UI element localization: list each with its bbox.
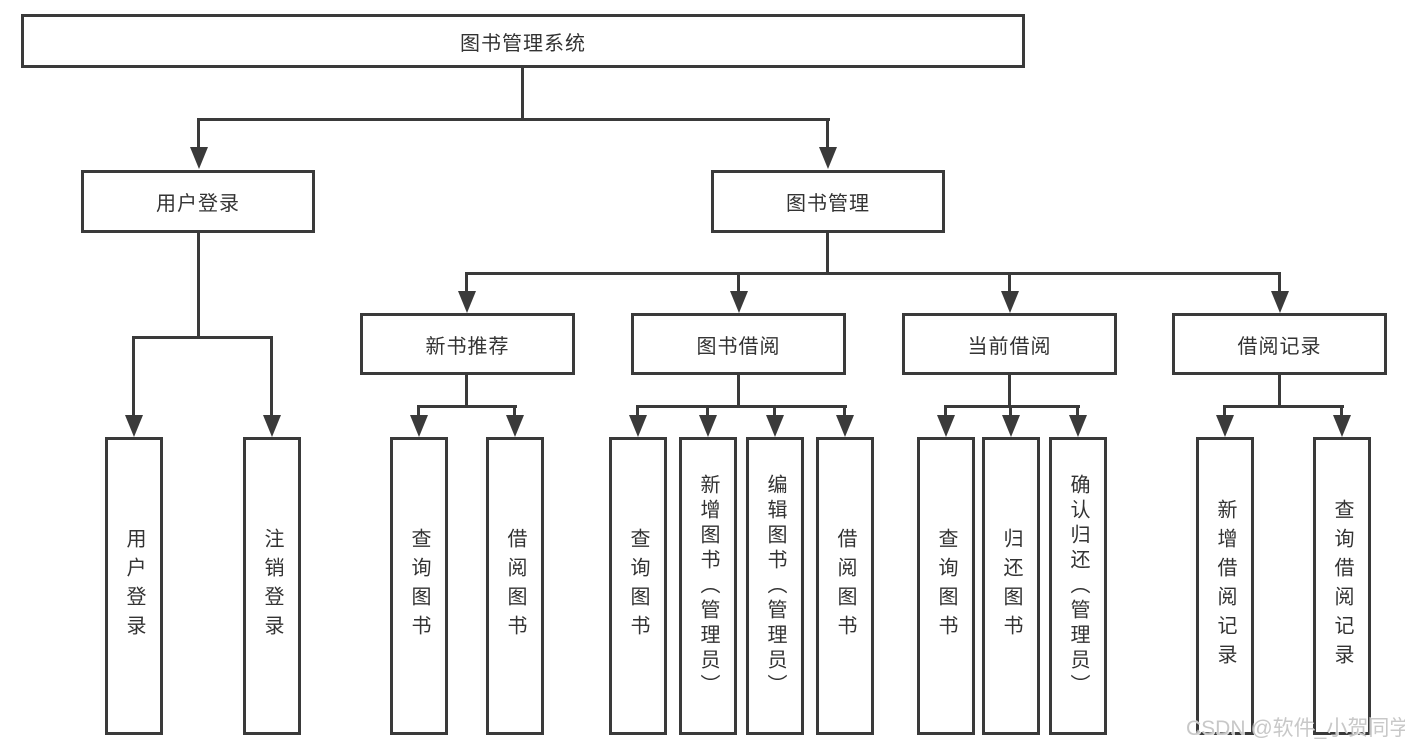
leaf-borrow-books: 借阅图书 — [816, 437, 874, 735]
leaf-query-books-recommend: 查询图书 — [390, 437, 448, 735]
arrowhead-icon — [1271, 291, 1289, 313]
connector-line — [521, 68, 524, 121]
node-book-borrow-label: 图书借阅 — [696, 335, 781, 358]
connector-line — [636, 405, 847, 408]
node-borrow-record: 借阅记录 — [1172, 313, 1387, 375]
arrowhead-icon — [458, 291, 476, 313]
leaf-add-borrow-record: 新增借阅记录 — [1196, 437, 1254, 735]
leaf-label: 借阅图书 — [834, 528, 856, 644]
connector-line — [465, 272, 468, 296]
node-root-label: 图书管理系统 — [460, 32, 586, 55]
leaf-label: 查询图书 — [935, 528, 957, 644]
arrowhead-icon — [766, 415, 784, 437]
arrowhead-icon — [263, 415, 281, 437]
arrowhead-icon — [699, 415, 717, 437]
connector-line — [1076, 405, 1079, 418]
leaf-user-login: 用户登录 — [105, 437, 163, 735]
arrowhead-icon — [1001, 291, 1019, 313]
node-book-borrow: 图书借阅 — [631, 313, 846, 375]
connector-line — [636, 405, 639, 418]
leaf-label: 确认归还（管理员） — [1067, 473, 1089, 699]
connector-line — [132, 336, 273, 339]
leaf-edit-books-admin: 编辑图书（管理员） — [746, 437, 804, 735]
arrowhead-icon — [836, 415, 854, 437]
arrowhead-icon — [190, 147, 208, 169]
node-book-management-label: 图书管理 — [786, 193, 870, 215]
connector-line — [465, 272, 1281, 275]
arrowhead-icon — [506, 415, 524, 437]
leaf-label: 新增图书（管理员） — [697, 473, 719, 699]
connector-line — [944, 405, 1080, 408]
leaf-label: 用户登录 — [123, 528, 145, 644]
leaf-logout: 注销登录 — [243, 437, 301, 735]
connector-line — [1223, 405, 1344, 408]
connector-line — [270, 336, 273, 418]
connector-line — [737, 272, 740, 296]
arrowhead-icon — [937, 415, 955, 437]
connector-line — [1340, 405, 1343, 418]
node-new-book-recommend: 新书推荐 — [360, 313, 575, 375]
node-current-borrow-label: 当前借阅 — [967, 335, 1052, 358]
leaf-return-books: 归还图书 — [982, 437, 1040, 735]
leaf-label: 查询图书 — [408, 528, 430, 644]
connector-line — [1278, 375, 1281, 408]
arrowhead-icon — [1002, 415, 1020, 437]
connector-line — [737, 375, 740, 408]
leaf-label: 新增借阅记录 — [1214, 499, 1236, 673]
node-borrow-record-label: 借阅记录 — [1237, 335, 1322, 358]
leaf-query-books-current: 查询图书 — [917, 437, 975, 735]
arrowhead-icon — [1069, 415, 1087, 437]
node-new-book-recommend-label: 新书推荐 — [425, 335, 510, 358]
connector-line — [197, 118, 830, 121]
connector-line — [1278, 272, 1281, 296]
node-current-borrow: 当前借阅 — [902, 313, 1117, 375]
arrowhead-icon — [819, 147, 837, 169]
connector-line — [465, 375, 468, 408]
connector-line — [197, 118, 200, 150]
node-user-login-label: 用户登录 — [156, 193, 240, 215]
arrowhead-icon — [730, 291, 748, 313]
watermark: CSDN @软件_小贺同学 — [1186, 717, 1405, 740]
leaf-label: 归还图书 — [1000, 528, 1022, 644]
leaf-add-books-admin: 新增图书（管理员） — [679, 437, 737, 735]
leaf-borrow-books-recommend: 借阅图书 — [486, 437, 544, 735]
node-root: 图书管理系统 — [21, 14, 1025, 68]
connector-line — [417, 405, 517, 408]
leaf-query-books-borrow: 查询图书 — [609, 437, 667, 735]
leaf-label: 编辑图书（管理员） — [764, 473, 786, 699]
connector-line — [1008, 272, 1011, 296]
leaf-label: 查询图书 — [627, 528, 649, 644]
leaf-confirm-return-admin: 确认归还（管理员） — [1049, 437, 1107, 735]
connector-line — [132, 336, 135, 418]
connector-line — [706, 405, 709, 418]
connector-line — [1223, 405, 1226, 418]
leaf-label: 注销登录 — [261, 528, 283, 644]
leaf-label: 借阅图书 — [504, 528, 526, 644]
connector-line — [843, 405, 846, 418]
connector-line — [1008, 375, 1011, 408]
arrowhead-icon — [1216, 415, 1234, 437]
connector-line — [1009, 405, 1012, 418]
node-book-management: 图书管理 — [711, 170, 945, 233]
connector-line — [197, 233, 200, 339]
connector-line — [513, 405, 516, 418]
connector-line — [826, 118, 829, 150]
leaf-label: 查询借阅记录 — [1331, 499, 1353, 673]
connector-line — [826, 233, 829, 275]
connector-line — [944, 405, 947, 418]
connector-line — [773, 405, 776, 418]
leaf-query-borrow-record: 查询借阅记录 — [1313, 437, 1371, 735]
arrowhead-icon — [410, 415, 428, 437]
arrowhead-icon — [125, 415, 143, 437]
arrowhead-icon — [629, 415, 647, 437]
node-user-login: 用户登录 — [81, 170, 315, 233]
arrowhead-icon — [1333, 415, 1351, 437]
connector-line — [417, 405, 420, 418]
